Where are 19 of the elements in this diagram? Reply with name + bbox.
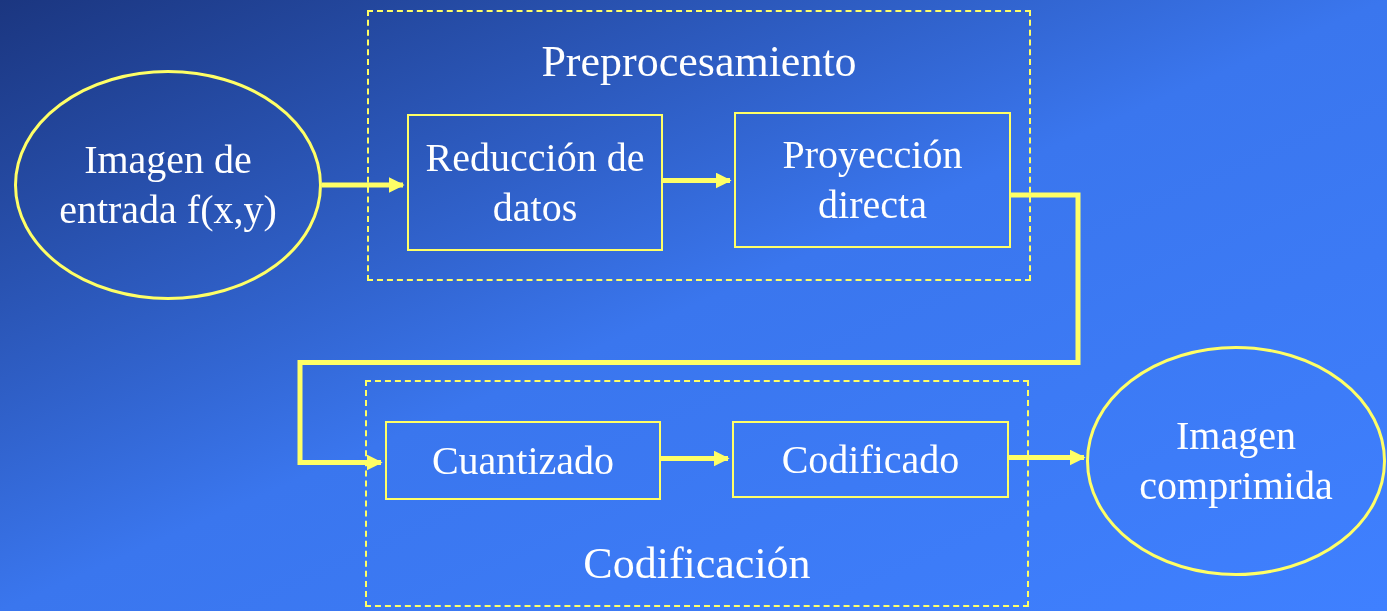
process-box bbox=[385, 421, 661, 500]
arrow bbox=[659, 450, 730, 467]
node-label: Cuantizado bbox=[431, 436, 615, 485]
node-label: Imagen comprimida bbox=[1138, 412, 1334, 510]
process-box bbox=[732, 421, 1009, 498]
node-label: Reducción de datos bbox=[424, 133, 646, 232]
node-label: Imagen de entrada f(x,y) bbox=[58, 136, 278, 234]
arrow bbox=[661, 172, 732, 189]
process-box bbox=[734, 112, 1011, 248]
node-label: Proyección directa bbox=[781, 131, 964, 229]
dashed-group-frame bbox=[365, 380, 1029, 607]
arrow bbox=[1007, 449, 1086, 466]
group-title: Codificación bbox=[583, 538, 811, 590]
dashed-group-frame bbox=[367, 10, 1031, 281]
process-box bbox=[407, 114, 663, 251]
node-label: Codificado bbox=[781, 435, 960, 484]
group-title: Preprocesamiento bbox=[541, 36, 857, 88]
arrow bbox=[297, 192, 1081, 471]
arrow bbox=[322, 177, 405, 193]
